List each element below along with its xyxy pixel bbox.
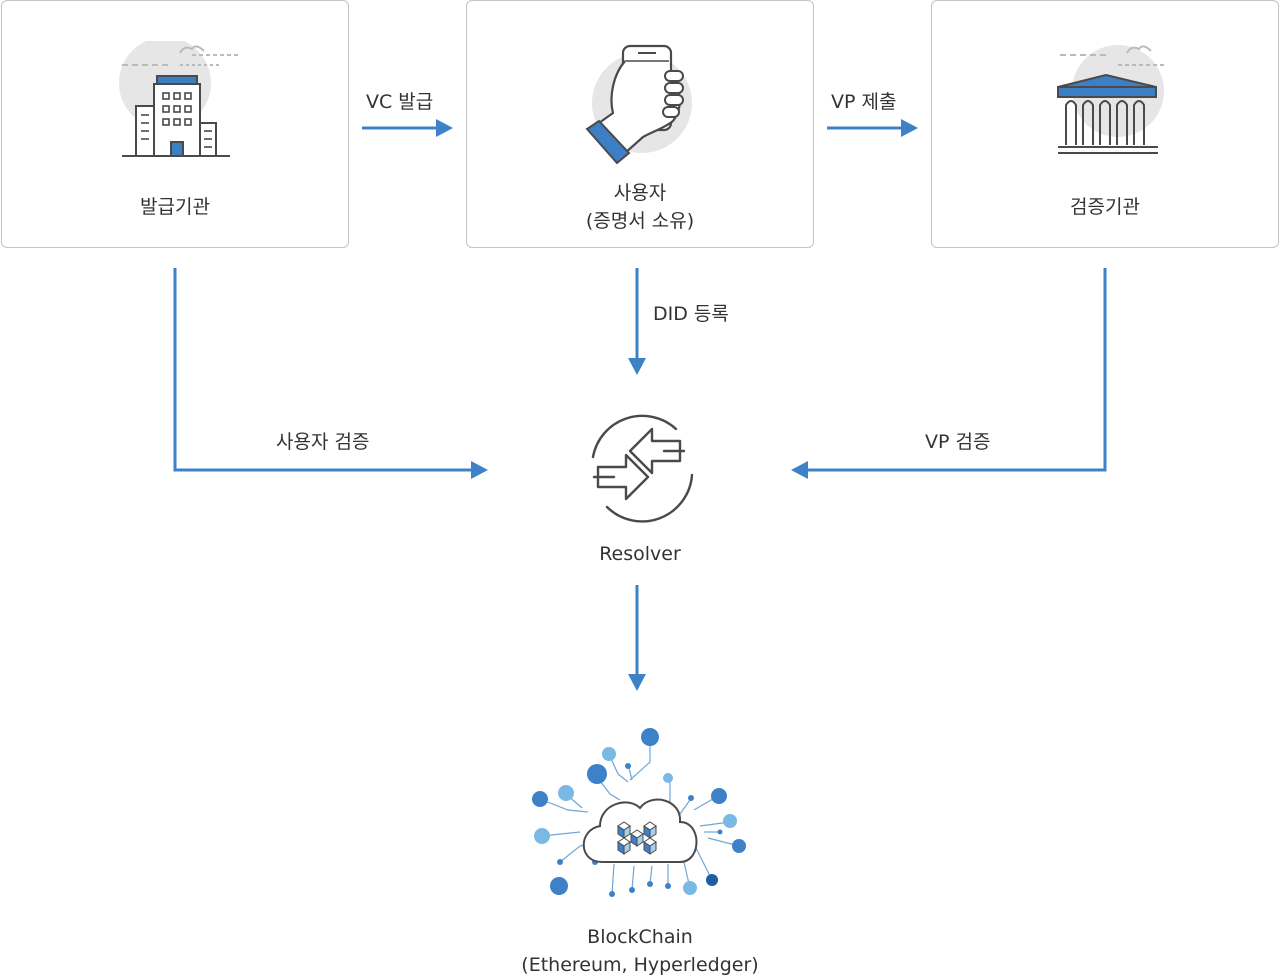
verifier-label: 검증기관 [1070, 196, 1140, 218]
vc-issue-label: VC 발급 [366, 91, 434, 113]
resolver-to-blockchain-arrow [628, 585, 646, 691]
did-register-arrow [628, 268, 646, 375]
vp-submit-arrow [827, 119, 918, 137]
vp-verify-arrow [791, 268, 1107, 479]
smartphone-in-hand-icon [585, 44, 692, 165]
user-verify-arrow [173, 268, 488, 479]
holder-label-line2: (증명서 소유) [585, 210, 695, 232]
holder-label-line1: 사용자 [613, 182, 667, 204]
vc-issue-arrow [362, 119, 453, 137]
did-register-label: DID 등록 [653, 303, 729, 325]
blockchain-cloud-network-icon [532, 728, 746, 897]
vp-verify-label: VP 검증 [925, 431, 991, 453]
bank-building-icon [1057, 45, 1166, 154]
blockchain-label-line1: BlockChain [587, 926, 693, 948]
vp-submit-label: VP 제출 [831, 91, 897, 113]
holder-card: 사용자 (증명서 소유) [466, 0, 814, 248]
issuer-card: 발급기관 [1, 0, 349, 248]
user-verify-label: 사용자 검증 [276, 431, 370, 453]
office-building-icon [119, 41, 238, 157]
issuer-label: 발급기관 [140, 196, 210, 218]
sync-arrows-icon [591, 414, 694, 523]
verifier-card: 검증기관 [931, 0, 1279, 248]
resolver-label: Resolver [599, 543, 681, 565]
blockchain-label-line2: (Ethereum, Hyperledger) [521, 954, 759, 976]
